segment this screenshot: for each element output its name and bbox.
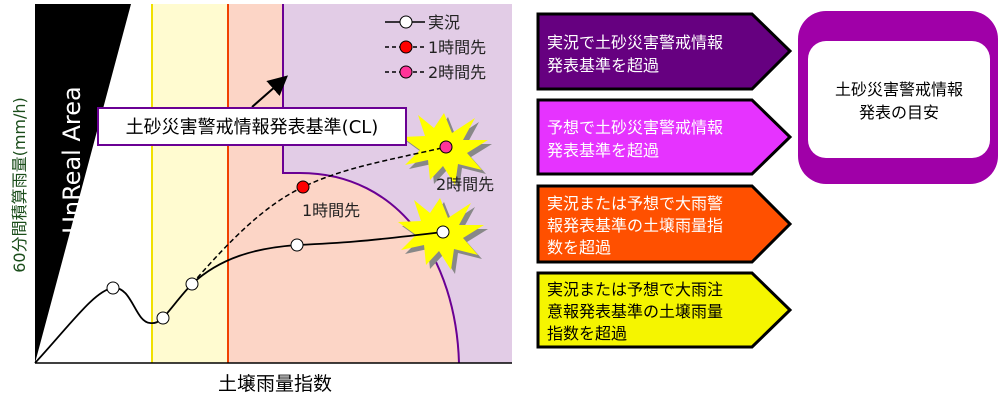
unreal-area <box>35 4 131 363</box>
y-axis-label: 60分間積算雨量(mm/h) <box>10 97 29 273</box>
legend-label-observed: 実況 <box>428 13 460 32</box>
legend-label-1h: 1時間先 <box>428 38 486 57</box>
criteria-text: 実況または予想で大雨警 <box>547 194 723 213</box>
observed-point <box>156 311 170 325</box>
legend-label-2h: 2時間先 <box>428 63 486 82</box>
cl-boundary-line <box>282 4 460 364</box>
criteria-text: 実況で土砂災害警戒情報 <box>547 33 723 52</box>
forecast-2h-point <box>439 140 453 154</box>
criteria-text: 予想で土砂災害警戒情報 <box>547 118 723 137</box>
criteria-text: 発表基準を超過 <box>547 141 659 160</box>
unreal-area-label: UnReal Area <box>58 86 86 233</box>
forecast-1h-point <box>296 180 310 194</box>
yellow-zone <box>152 4 228 363</box>
criteria-text: 発表基準を超過 <box>547 56 659 75</box>
observed-point <box>436 225 450 239</box>
criteria-text: 報発表基準の土壌雨量指 <box>547 216 723 235</box>
criteria-item-advisory: 実況または予想で大雨注 意報発表基準の土壌雨量 指数を超過 <box>536 271 793 349</box>
criteria-item-observed-cl: 実況で土砂災害警戒情報 発表基準を超過 <box>536 12 793 91</box>
criteria-text: 意報発表基準の土壌雨量 <box>547 302 723 321</box>
criteria-item-warning: 実況または予想で大雨警 報発表基準の土壌雨量指 数を超過 <box>536 184 793 264</box>
cl-label-box <box>97 107 407 146</box>
observed-point <box>290 238 304 252</box>
legend-marker-observed <box>399 15 413 29</box>
legend: 実況 1時間先 2時間先 <box>385 13 486 82</box>
observed-point <box>185 277 199 291</box>
legend-marker-2h <box>399 65 413 79</box>
criteria-text: 指数を超過 <box>547 324 627 343</box>
legend-marker-1h <box>399 40 413 54</box>
criteria-text: 実況または予想で大雨注 <box>547 280 723 299</box>
target-box-text: 発表の目安 <box>859 103 939 122</box>
two-hour-label: 2時間先 <box>436 175 494 194</box>
cl-label: 土砂災害警戒情報発表基準(CL) <box>126 117 379 138</box>
one-hour-label: 1時間先 <box>302 201 360 220</box>
criteria-text: 数を超過 <box>547 238 611 257</box>
criteria-item-forecast-cl: 予想で土砂災害警戒情報 発表基準を超過 <box>536 98 793 176</box>
target-box-text: 土砂災害警戒情報 <box>835 80 963 99</box>
x-axis-label: 土壌雨量指数 <box>218 373 332 395</box>
cl-arrow <box>251 75 289 108</box>
observed-point <box>106 281 120 295</box>
target-box: 土砂災害警戒情報 発表の目安 <box>798 11 998 184</box>
